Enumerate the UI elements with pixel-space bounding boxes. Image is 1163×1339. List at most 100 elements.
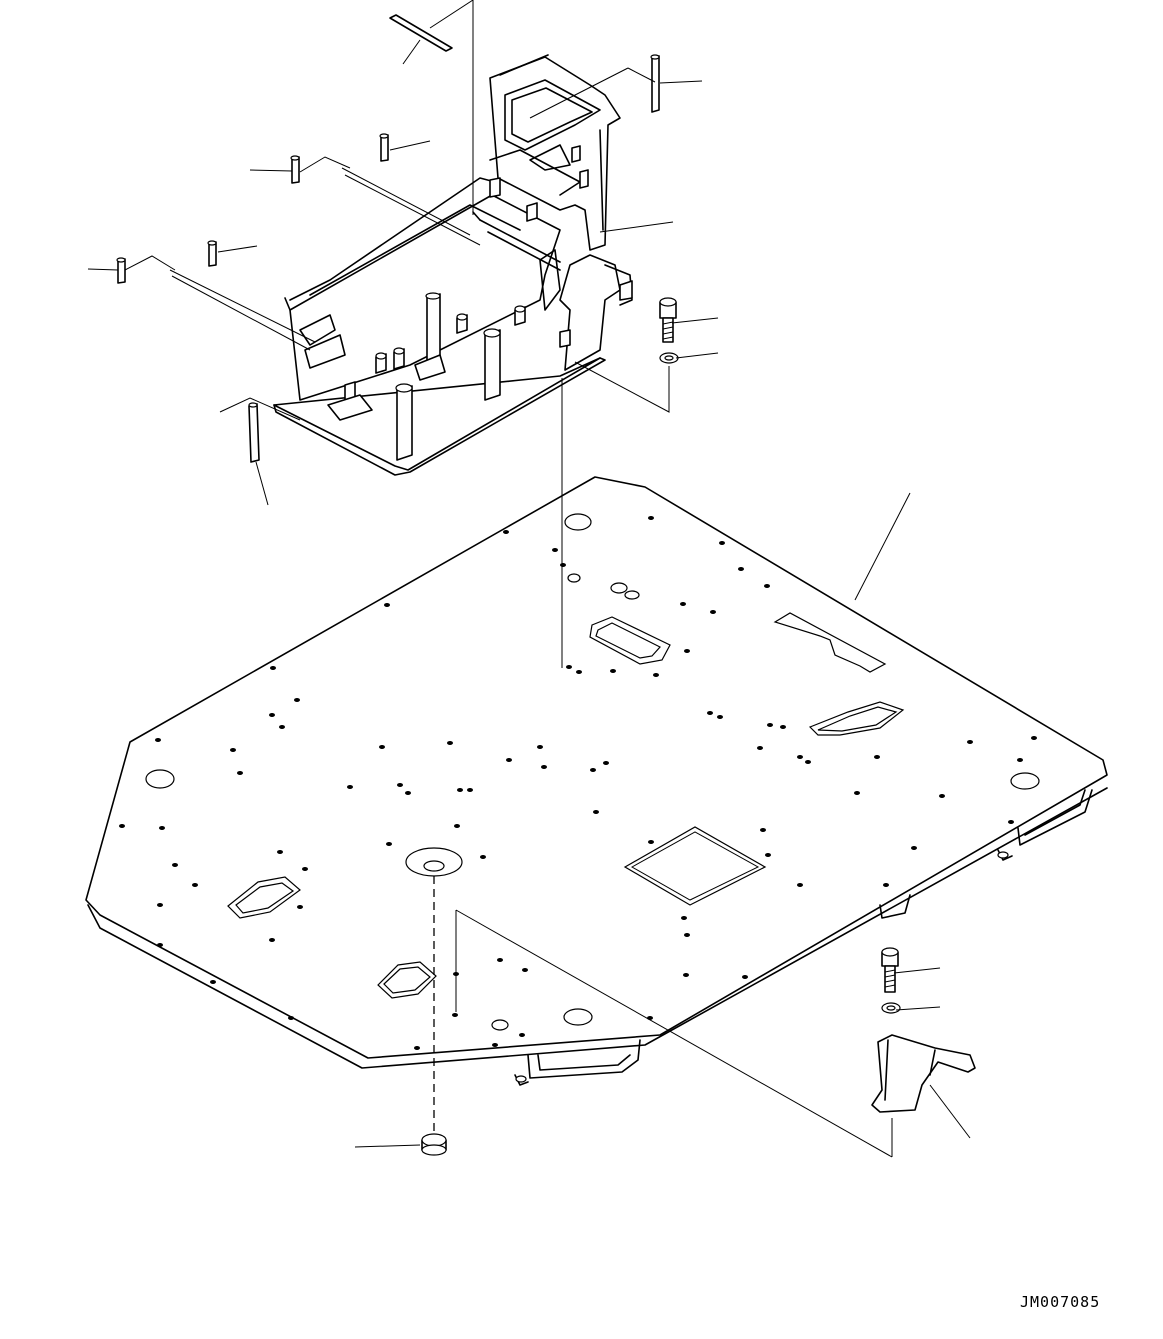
floor-mounting-hole <box>541 765 547 769</box>
floor-mounting-hole <box>566 665 572 669</box>
floor-mounting-hole <box>497 958 503 962</box>
floor-handle-right <box>1017 789 1093 846</box>
floor-mounting-hole <box>454 824 460 828</box>
floor-mounting-hole <box>492 1043 498 1047</box>
floor-mounting-hole <box>684 649 690 653</box>
floor-mounting-hole <box>719 541 725 545</box>
floor-cutout-square <box>623 826 767 906</box>
lower-support-bracket <box>871 1034 976 1113</box>
standoff-posts <box>327 145 633 461</box>
floor-mounting-hole <box>447 741 453 745</box>
floor-mounting-hole <box>603 761 609 765</box>
rubber-plug <box>421 1133 447 1156</box>
floor-mounting-hole <box>1008 820 1014 824</box>
floor-mounting-hole <box>681 916 687 920</box>
floor-mounting-hole <box>405 791 411 795</box>
floor-mounting-hole <box>269 938 275 942</box>
floor-mounting-hole <box>269 713 275 717</box>
floor-mounting-hole <box>648 516 654 520</box>
floor-mounting-hole <box>379 745 385 749</box>
floor-cutout-slot <box>773 612 887 673</box>
floor-mounting-hole <box>742 975 748 979</box>
floor-mounting-hole <box>397 783 403 787</box>
floor-mounting-hole <box>797 755 803 759</box>
floor-mounting-hole <box>552 548 558 552</box>
floor-mounting-hole <box>717 715 723 719</box>
floor-mounting-hole <box>277 850 283 854</box>
floor-mounting-hole <box>297 905 303 909</box>
floor-mounting-hole <box>648 840 654 844</box>
floor-plate <box>85 476 1108 1086</box>
floor-mounting-hole <box>519 1033 525 1037</box>
floor-mounting-hole <box>780 725 786 729</box>
floor-mounting-hole <box>119 824 125 828</box>
floor-mounting-hole <box>302 867 308 871</box>
floor-mounting-holes <box>119 516 1037 1050</box>
washer-lower <box>881 1002 901 1014</box>
floor-mounting-hole <box>386 842 392 846</box>
floor-mounting-hole <box>172 863 178 867</box>
floor-mounting-hole <box>560 563 566 567</box>
floor-mounting-hole <box>967 740 973 744</box>
floor-mounting-hole <box>738 567 744 571</box>
floor-mounting-hole <box>155 738 161 742</box>
floor-mounting-hole <box>537 745 543 749</box>
floor-mounting-hole <box>683 973 689 977</box>
floor-mounting-hole <box>765 853 771 857</box>
floor-mounting-hole <box>764 584 770 588</box>
floor-mounting-hole <box>294 698 300 702</box>
floor-mounting-hole <box>797 883 803 887</box>
floor-mounting-hole <box>157 943 163 947</box>
floor-handle-bottom <box>527 1039 641 1079</box>
floor-mounting-hole <box>767 723 773 727</box>
floor-mounting-hole <box>192 883 198 887</box>
floor-mounting-hole <box>506 758 512 762</box>
floor-mounting-hole <box>452 1013 458 1017</box>
floor-mounting-hole <box>347 785 353 789</box>
floor-mounting-hole <box>593 810 599 814</box>
floor-mounting-hole <box>237 771 243 775</box>
washer-upper <box>659 352 679 364</box>
bolt-lower <box>881 947 899 993</box>
floor-mounting-hole <box>874 755 880 759</box>
floor-mounting-hole <box>760 828 766 832</box>
floor-mounting-hole <box>159 826 165 830</box>
floor-mounting-hole <box>590 768 596 772</box>
rubber-strip-right <box>651 55 660 113</box>
floor-mounting-hole <box>457 788 463 792</box>
floor-mounting-hole <box>480 855 486 859</box>
floor-mounting-hole <box>279 725 285 729</box>
floor-mounting-hole <box>576 670 582 674</box>
floor-mounting-hole <box>805 760 811 764</box>
floor-mounting-hole <box>1017 758 1023 762</box>
drawing-document-id: JM007085 <box>1020 1293 1101 1311</box>
floor-mounting-hole <box>911 846 917 850</box>
rubber-strip-top <box>389 14 453 52</box>
floor-mounting-hole <box>939 794 945 798</box>
fastener-parts <box>116 14 976 1156</box>
leader-lines <box>87 0 971 1158</box>
floor-mounting-hole <box>230 748 236 752</box>
floor-mounting-hole <box>653 673 659 677</box>
floor-mounting-hole <box>384 603 390 607</box>
floor-mounting-hole <box>157 903 163 907</box>
console-bracket <box>273 54 633 476</box>
floor-mounting-hole <box>503 530 509 534</box>
floor-mounting-hole <box>522 968 528 972</box>
floor-mounting-hole <box>610 669 616 673</box>
floor-mounting-hole <box>707 711 713 715</box>
floor-mounting-hole <box>883 883 889 887</box>
floor-mounting-hole <box>1031 736 1037 740</box>
floor-mounting-hole <box>467 788 473 792</box>
floor-mounting-hole <box>710 610 716 614</box>
bolt-upper <box>659 297 677 343</box>
floor-mounting-hole <box>854 791 860 795</box>
rubber-strip-left <box>248 403 260 463</box>
floor-mounting-hole <box>288 1016 294 1020</box>
floor-mounting-hole <box>680 602 686 606</box>
floor-mounting-hole <box>414 1046 420 1050</box>
floor-mounting-hole <box>757 746 763 750</box>
floor-mounting-hole <box>270 666 276 670</box>
floor-mounting-hole <box>684 933 690 937</box>
